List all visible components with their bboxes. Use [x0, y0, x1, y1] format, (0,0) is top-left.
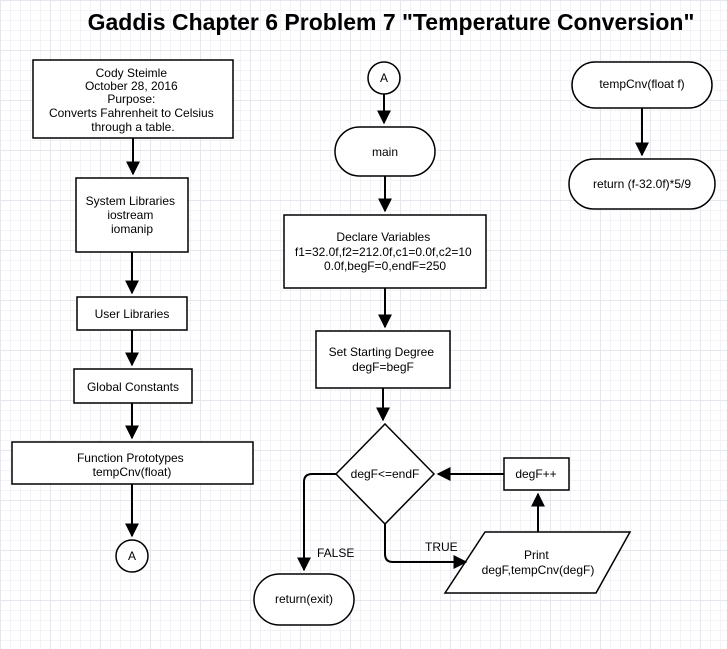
tempcnv-return-text: return (f-32.0f)*5/9	[593, 177, 691, 191]
true-label: TRUE	[425, 540, 458, 554]
set-starting-degree-block[interactable]: Set Starting Degree degF=begF	[315, 330, 451, 389]
header-comment-block[interactable]: Cody Steimle October 28, 2016 Purpose: C…	[32, 59, 234, 139]
print-io-block[interactable]: Print degF,tempCnv(degF)	[443, 531, 632, 594]
false-label: FALSE	[317, 546, 354, 560]
global-constants-block[interactable]: Global Constants	[73, 368, 193, 404]
main-terminal-text: main	[372, 145, 398, 159]
connector-a-in-label: A	[380, 71, 388, 85]
system-libraries-block[interactable]: System Libraries iostream iomanip	[75, 177, 189, 253]
function-prototypes-text: Function Prototypes tempCnv(float)	[77, 451, 187, 479]
function-prototypes-block[interactable]: Function Prototypes tempCnv(float)	[11, 441, 254, 485]
system-libraries-text: System Libraries iostream iomanip	[86, 194, 179, 236]
edge-decision-true-to-print	[384, 524, 468, 569]
global-constants-text: Global Constants	[87, 380, 179, 394]
declare-variables-block[interactable]: Declare Variables f1=32.0f,f2=212.0f,c1=…	[283, 214, 487, 289]
return-exit-terminal[interactable]: return(exit)	[253, 573, 355, 626]
connector-a-out-label: A	[128, 549, 136, 563]
diagram-title: Gaddis Chapter 6 Problem 7 "Temperature …	[88, 9, 695, 35]
increment-block[interactable]: degF++	[503, 457, 570, 491]
header-comment-text: Cody Steimle October 28, 2016 Purpose: C…	[49, 66, 217, 134]
main-terminal[interactable]: main	[334, 126, 436, 177]
connector-a-out[interactable]: A	[115, 539, 149, 573]
tempcnv-header-text: tempCnv(float f)	[599, 77, 684, 91]
declare-variables-text: Declare Variables f1=32.0f,f2=212.0f,c1=…	[295, 230, 475, 273]
edge-decision-false-to-return	[297, 473, 336, 572]
tempcnv-return-terminal[interactable]: return (f-32.0f)*5/9	[568, 158, 716, 210]
return-exit-text: return(exit)	[275, 592, 333, 606]
print-io-text: Print degF,tempCnv(degF)	[482, 548, 595, 577]
connector-a-in[interactable]: A	[367, 61, 401, 95]
loop-condition-text: degF<=endF	[351, 467, 420, 481]
user-libraries-text: User Libraries	[95, 307, 170, 321]
user-libraries-block[interactable]: User Libraries	[76, 296, 188, 331]
increment-text: degF++	[515, 467, 556, 481]
set-starting-degree-text: Set Starting Degree degF=begF	[329, 345, 438, 374]
tempcnv-header-terminal[interactable]: tempCnv(float f)	[571, 61, 713, 109]
loop-condition-decision[interactable]: degF<=endF	[334, 422, 436, 526]
